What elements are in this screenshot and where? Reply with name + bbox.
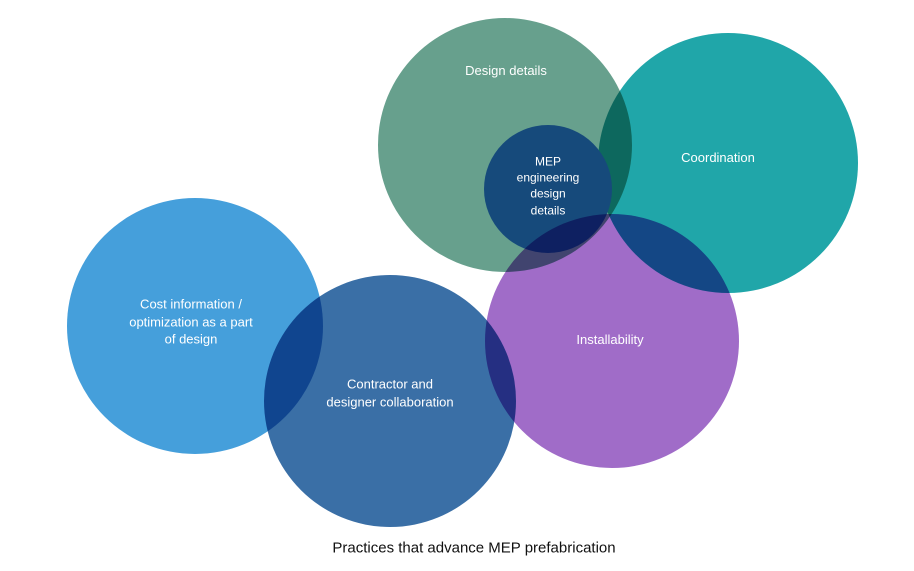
diagram-caption: Practices that advance MEP prefabricatio… xyxy=(332,539,616,557)
contractor-collaboration-circle xyxy=(264,275,516,527)
installability-circle xyxy=(485,214,739,468)
